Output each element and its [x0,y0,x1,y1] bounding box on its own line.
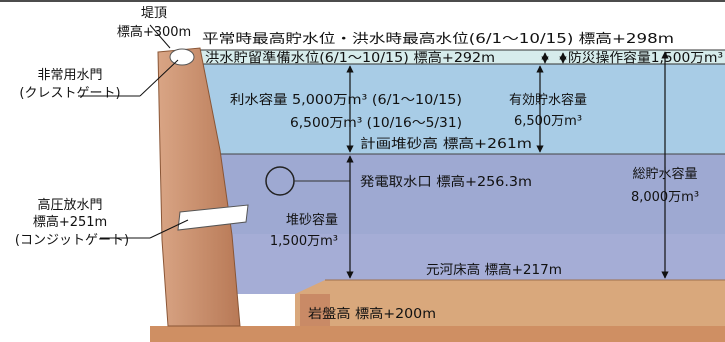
disaster-capacity-label: 防災操作容量1,500万m³ [568,50,723,66]
effective-capacity-title: 有効貯水容量 [509,92,587,108]
utility-water-zone [200,64,725,154]
total-capacity-title: 総貯水容量 [632,166,697,182]
high-pressure-gate-name: 高圧放水門 [37,197,102,213]
flood-reserve-level-label: 洪水貯留準備水位(6/1～10/15) 標高+292m [205,50,495,66]
riverbed-label: 元河床高 標高+217m [426,262,562,278]
dam-body [157,47,241,327]
emergency-gate-leader [139,59,179,97]
sediment-capacity-title: 堆砂容量 [286,212,338,228]
utility-capacity-label-2: 6,500万m³ (10/16～5/31) [290,116,462,131]
utility-capacity-label-1: 利水容量 5,000万m³ (6/1～10/15) [230,92,462,108]
intake-label: 発電取水口 標高+256.3m [360,174,532,190]
emergency-gate-type: (クレストゲート) [19,86,120,101]
normal-water-level-label: 平常時最高貯水位・洪水時最高水位(6/1～10/15) 標高+298m [202,31,674,47]
sediment-capacity-value: 1,500万m³ [270,234,338,249]
crest-elevation: 標高+300m [117,24,191,40]
total-capacity-value: 8,000万m³ [631,190,699,205]
effective-capacity-value: 6,500万m³ [514,114,582,129]
flood-control-band [200,50,725,64]
high-pressure-gate-elevation: 標高+251m [33,214,107,230]
crest-leader [149,24,171,49]
bedrock-label: 岩盤高 標高+200m [308,306,436,322]
emergency-gate-name: 非常用水門 [37,68,102,83]
conduit-gate-leader [149,219,189,239]
crest-gate-icon [169,48,195,66]
high-pressure-gate-type: (コンジットゲート) [15,233,129,248]
sediment-water-zone [200,154,725,234]
crest-title: 堤頂 [141,6,167,21]
sediment-level-label: 計画堆砂高 標高+261m [360,136,532,152]
bedrock-base [150,326,725,342]
